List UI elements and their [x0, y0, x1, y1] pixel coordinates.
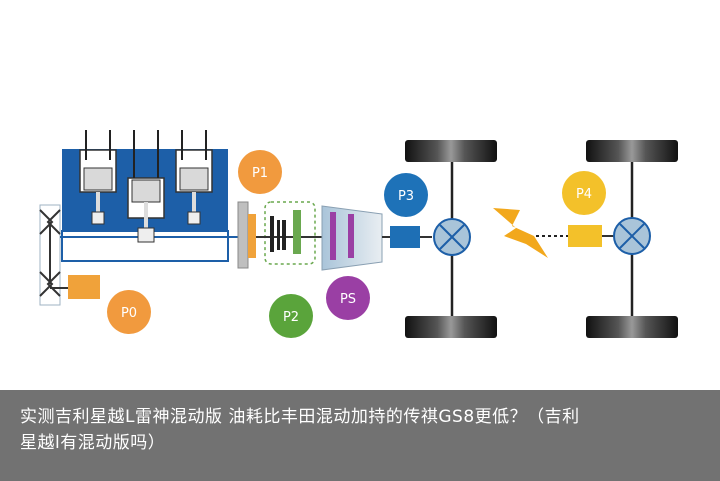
node-p2-circle: [269, 294, 313, 338]
gearbox: [321, 205, 383, 271]
front-axle: [405, 140, 497, 338]
p1-motor-plate: [248, 214, 256, 258]
cylinder-2: [127, 130, 165, 243]
node-p1: P1: [238, 150, 282, 194]
node-p3: P3: [384, 173, 428, 217]
node-p1-circle: [238, 150, 282, 194]
node-p2-label: P2: [283, 310, 299, 325]
front-differential: [433, 218, 471, 256]
p0-motor-box: [50, 275, 100, 299]
node-ps-label: PS: [340, 292, 356, 307]
clutch-p2-assembly: [256, 201, 322, 265]
rear-differential: [613, 217, 651, 255]
node-p3-circle: [384, 173, 428, 217]
flywheel-plate: [237, 201, 249, 269]
caption-bar: 实测吉利星越L雷神混动版 油耗比丰田混动加持的传祺GS8更低？（吉利 星越l有混…: [0, 390, 720, 481]
node-p4: P4: [562, 171, 606, 215]
node-p0-label: P0: [121, 306, 137, 321]
node-ps-circle: [326, 276, 370, 320]
cylinder-1: [79, 130, 117, 225]
node-p4-label: P4: [576, 187, 592, 202]
p3-motor-box: [382, 226, 432, 248]
lightning-icon: [493, 208, 548, 258]
hybrid-powertrain-diagram: P0 P1 P2 PS P3 P4: [39, 130, 678, 338]
caption-line-2: 星越l有混动版吗）: [20, 433, 166, 453]
node-p1-label: P1: [252, 166, 268, 181]
node-p0: P0: [107, 290, 151, 334]
node-ps: PS: [326, 276, 370, 320]
node-p4-circle: [562, 171, 606, 215]
node-p0-circle: [107, 290, 151, 334]
rear-axle: [586, 140, 678, 338]
p4-motor-box: [568, 225, 614, 247]
caption-line-1: 实测吉利星越L雷神混动版 油耗比丰田混动加持的传祺GS8更低？（吉利: [20, 407, 580, 427]
cylinder-3: [175, 130, 213, 225]
node-p3-label: P3: [398, 189, 414, 204]
node-p2: P2: [269, 294, 313, 338]
